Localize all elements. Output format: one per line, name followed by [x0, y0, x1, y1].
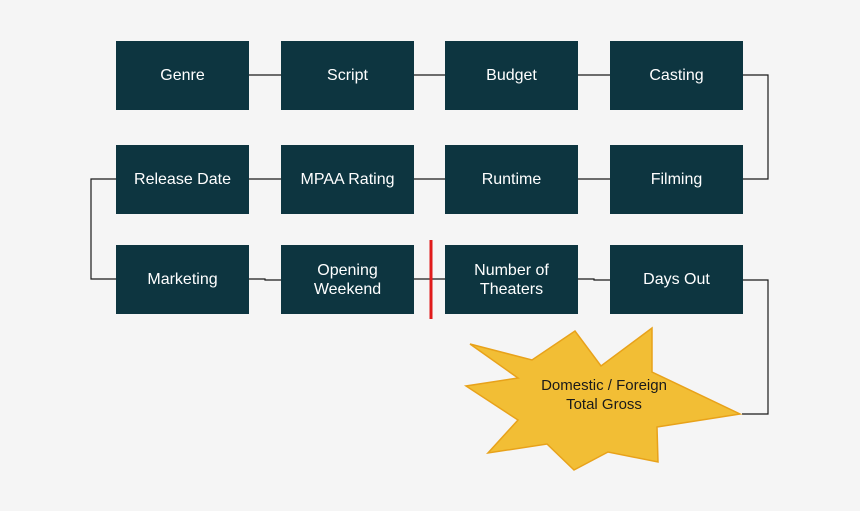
box-runtime: Runtime: [445, 145, 578, 214]
box-days-out: Days Out: [610, 245, 743, 314]
box-release-date: Release Date: [116, 145, 249, 214]
box-mpaa-rating: MPAA Rating: [281, 145, 414, 214]
box-filming: Filming: [610, 145, 743, 214]
box-budget: Budget: [445, 41, 578, 110]
box-genre: Genre: [116, 41, 249, 110]
connector-daysout-outcome: [742, 279, 769, 415]
box-marketing: Marketing: [116, 245, 249, 314]
box-opening-weekend: Opening Weekend: [281, 245, 414, 314]
box-script: Script: [281, 41, 414, 110]
box-casting: Casting: [610, 41, 743, 110]
box-number-of-theaters: Number of Theaters: [445, 245, 578, 314]
connector-release-marketing: [90, 178, 116, 280]
outcome-label: Domestic / Foreign Total Gross: [541, 377, 667, 413]
connector-theaters-daysout: [578, 278, 610, 281]
connector-marketing-opening: [249, 278, 281, 281]
connector-casting-filming: [743, 74, 769, 180]
starburst-polygon: [463, 326, 743, 471]
